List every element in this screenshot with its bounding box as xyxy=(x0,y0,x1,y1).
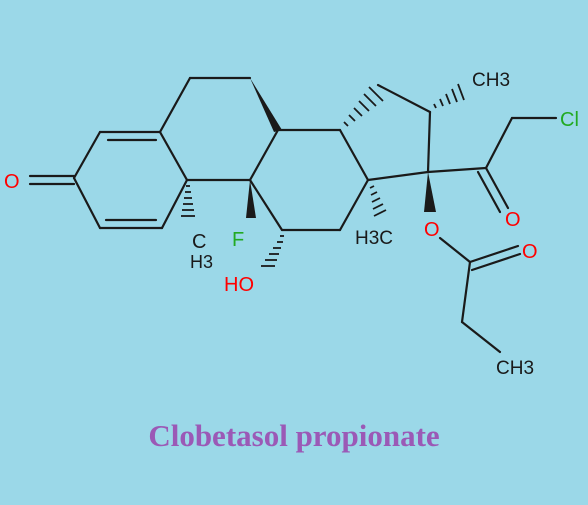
hash-bond xyxy=(353,107,363,117)
hash-bond xyxy=(343,121,349,127)
hash-bond xyxy=(358,100,370,112)
wedge-bond xyxy=(246,180,256,218)
o-ketone-label: O xyxy=(4,171,20,193)
wedge-bond xyxy=(424,172,436,212)
hash-bond xyxy=(451,88,458,103)
ester-oxygen-label: O xyxy=(424,219,440,241)
bond xyxy=(72,176,102,230)
bond xyxy=(248,128,280,182)
bond xyxy=(338,178,370,232)
hash-bond xyxy=(369,185,375,189)
atom-labels: O C H3 F HO H3C O O Cl CH3 O CH3 xyxy=(4,70,579,379)
ester-carbonyl-oxygen-label: O xyxy=(522,241,538,263)
bond xyxy=(460,320,502,354)
bond xyxy=(484,116,514,170)
bond xyxy=(470,252,522,272)
hydroxyl-label: HO xyxy=(224,274,254,296)
hash-bond xyxy=(433,103,437,109)
bond xyxy=(338,128,370,182)
bond xyxy=(376,83,432,114)
hash-bond xyxy=(373,209,387,217)
hash-bond xyxy=(368,86,384,102)
bond xyxy=(460,260,472,324)
hash-bond xyxy=(348,114,356,122)
wedge-bond xyxy=(250,78,282,132)
methyl-c10-h3-label: H3 xyxy=(190,252,213,272)
wedge-bonds xyxy=(246,78,436,218)
bond xyxy=(426,110,432,174)
hash-bond xyxy=(445,93,451,105)
compound-name: Clobetasol propionate xyxy=(148,418,440,453)
bond xyxy=(426,166,488,174)
hash-bond xyxy=(370,191,378,196)
bond xyxy=(72,130,102,180)
hash-bond xyxy=(439,98,444,107)
methyl-c13-label: H3C xyxy=(355,228,393,249)
hash-bond xyxy=(371,197,381,203)
bonds xyxy=(28,76,558,354)
bond xyxy=(468,244,520,264)
hash-bond xyxy=(372,203,384,210)
methyl-c16-label: CH3 xyxy=(472,70,510,91)
chlorine-label: Cl xyxy=(560,109,579,131)
hash-bond xyxy=(457,83,465,101)
hash-bonds xyxy=(181,83,465,267)
bond xyxy=(160,178,189,230)
bond xyxy=(484,166,510,210)
bond xyxy=(158,130,189,182)
methyl-c10-c-label: C xyxy=(192,231,206,253)
bond xyxy=(366,170,430,182)
bond xyxy=(248,178,284,232)
ethyl-methyl-label: CH3 xyxy=(496,358,534,379)
bond xyxy=(158,76,192,134)
bond xyxy=(438,236,472,264)
fluorine-label: F xyxy=(232,229,244,251)
hash-bond xyxy=(363,93,377,107)
bond xyxy=(476,170,502,214)
carbonyl-oxygen-label: O xyxy=(505,209,521,231)
